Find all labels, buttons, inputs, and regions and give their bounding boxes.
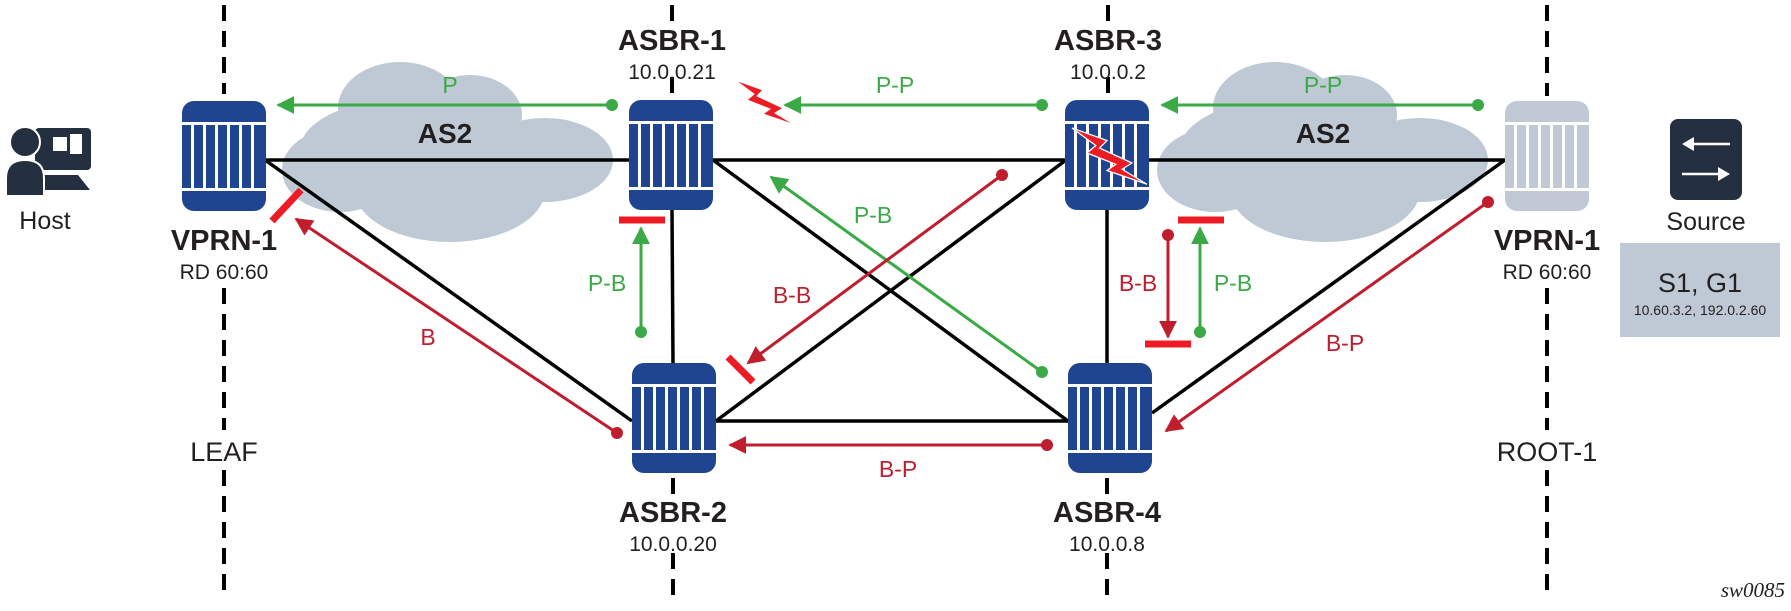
asbr4-name: ASBR-4 xyxy=(1053,497,1161,529)
asbr4-ip: 10.0.0.8 xyxy=(1069,533,1145,556)
sg-title: S1, G1 xyxy=(1658,268,1742,298)
router-asbr4[interactable] xyxy=(1068,363,1152,473)
left-cloud-label: AS2 xyxy=(418,118,472,149)
asbr2-ip: 10.0.0.20 xyxy=(629,533,717,556)
tunnel-bp-root-asbr4 xyxy=(1164,200,1489,433)
tunnel-label: B-B xyxy=(1119,270,1157,296)
asbr3-name: ASBR-3 xyxy=(1054,25,1162,57)
vprn-leaf-name: VPRN-1 xyxy=(171,225,277,257)
tunnel-label: P-B xyxy=(1214,270,1252,296)
router-vprn-root[interactable] xyxy=(1505,101,1589,211)
tunnel-bb-asbr3-asbr2 xyxy=(746,173,1003,365)
sg-info-box: S1, G1 10.60.3.2, 192.0.2.60 xyxy=(1620,243,1780,337)
tunnel-origin-dot xyxy=(611,427,623,439)
tunnel-origin-dot xyxy=(1041,439,1053,451)
left-as2-cloud xyxy=(282,62,613,242)
asbr1-name: ASBR-1 xyxy=(618,25,726,57)
tunnel-label: P-P xyxy=(876,72,914,98)
source-label: Source xyxy=(1666,208,1745,236)
link-asbr1-asbr2 xyxy=(670,209,675,364)
tunnel-label: P-P xyxy=(1304,72,1342,98)
tunnel-label: P-B xyxy=(854,202,892,228)
block-bar-asbr2 xyxy=(725,354,756,385)
right-cloud-label: AS2 xyxy=(1296,118,1350,149)
vprn-leaf-rd: RD 60:60 xyxy=(180,261,269,284)
link-failure-bolt-icon xyxy=(734,79,796,126)
link-vprnleaf-asbr2 xyxy=(263,158,634,423)
tunnel-origin-dot xyxy=(1162,229,1174,241)
vprn-root-rd: RD 60:60 xyxy=(1503,261,1592,284)
link-asbr4-vprnroot xyxy=(1150,158,1507,415)
leaf-label-bg xyxy=(180,432,268,470)
green-tunnels xyxy=(276,96,1484,378)
router-asbr1[interactable] xyxy=(629,100,713,210)
tunnel-label: B-P xyxy=(1326,330,1364,356)
router-vprn-leaf[interactable] xyxy=(182,101,266,211)
tunnel-origin-dot xyxy=(635,326,647,338)
asbr3-ip: 10.0.0.2 xyxy=(1070,61,1146,84)
tunnel-origin-dot xyxy=(1036,99,1048,111)
tunnel-label: P-B xyxy=(588,270,626,296)
tunnel-origin-dot xyxy=(606,99,618,111)
root-tier-label: ROOT-1 xyxy=(1497,437,1598,467)
right-as2-cloud xyxy=(1157,62,1488,242)
tunnel-pb-asbr4-asbr1 xyxy=(769,175,1043,374)
root-label-bg xyxy=(1490,432,1604,470)
physical-links xyxy=(263,158,1507,423)
tier-dashed-lines xyxy=(222,5,1549,596)
host-icon[interactable] xyxy=(5,126,91,197)
block-bar-vprn-leaf xyxy=(269,187,304,224)
blocking-bars xyxy=(269,187,1224,385)
leaf-tier-label: LEAF xyxy=(190,437,258,467)
tunnel-label: P xyxy=(442,72,457,98)
tunnel-origin-dot xyxy=(1194,326,1206,338)
link-asbr3-asbr2 xyxy=(714,158,1068,423)
tunnel-origin-dot xyxy=(1036,366,1048,378)
tunnel-origin-dot xyxy=(1472,99,1484,111)
router-asbr2[interactable] xyxy=(632,363,716,473)
red-tunnels xyxy=(294,169,1494,454)
tunnel-origin-dot xyxy=(1482,196,1494,208)
tunnel-label: B xyxy=(420,324,435,350)
tunnel-origin-dot xyxy=(996,169,1008,181)
asbr2-name: ASBR-2 xyxy=(619,497,727,529)
tunnel-label: B-P xyxy=(879,456,917,482)
vprn-root-name: VPRN-1 xyxy=(1494,225,1600,257)
sg-addresses: 10.60.3.2, 192.0.2.60 xyxy=(1634,302,1767,318)
figure-id: sw0085 xyxy=(1721,578,1785,602)
tunnel-b-asbr2-leaf xyxy=(294,217,618,435)
tunnel-label: B-B xyxy=(773,282,811,308)
asbr1-ip: 10.0.0.21 xyxy=(628,61,716,84)
switch-arrows-icon[interactable] xyxy=(1670,119,1742,200)
host-label: Host xyxy=(19,207,70,235)
